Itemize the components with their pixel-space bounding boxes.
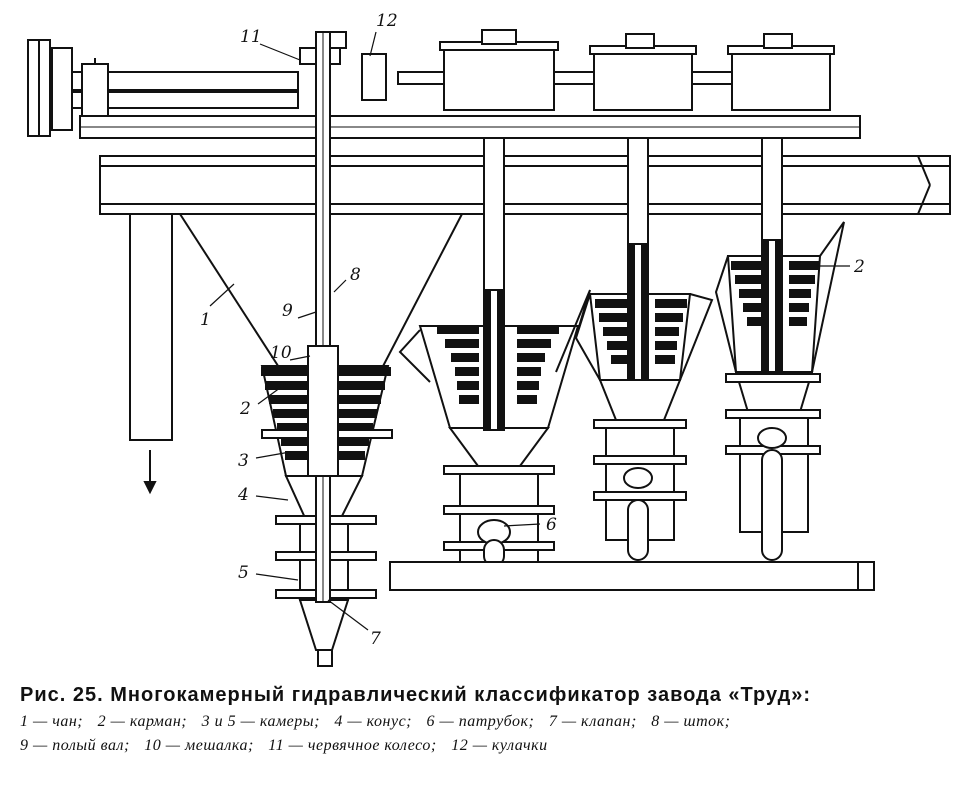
gear-housings (299, 29, 835, 111)
legend-entry: 9 — полый вал; (20, 737, 130, 754)
legend-entry: 6 — патрубок; (426, 713, 535, 730)
callout-2-right: 2 (853, 257, 865, 277)
callout-9: 9 (282, 301, 293, 321)
legend-entry: 2 — карман; (97, 713, 188, 730)
callout-2-left: 2 (239, 399, 251, 419)
legend-entry: 11 — червячное колесо; (268, 737, 437, 754)
callout-7: 7 (370, 629, 381, 649)
leader-lines (209, 31, 850, 631)
legend-entry: 7 — клапан; (548, 713, 637, 730)
callout-10: 10 (270, 343, 292, 363)
callout-5: 5 (238, 563, 249, 583)
legend-entry: 10 — мешалка; (144, 737, 254, 754)
classifier-unit-3 (574, 137, 714, 561)
callout-1: 1 (200, 310, 211, 330)
bottom-launder (389, 561, 875, 591)
callout-3: 3 (238, 451, 249, 471)
tank-chan (129, 213, 463, 495)
callout-12: 12 (376, 11, 398, 31)
caption-legend-line-1: 1 — чан; 2 — карман; 3 и 5 — камеры; 4 —… (20, 713, 960, 731)
drive-shaft (71, 58, 299, 125)
callout-4: 4 (237, 485, 249, 505)
classifier-unit-4 (714, 137, 845, 561)
caption-title: Рис. 25. Многокамерный гидравлический кл… (20, 684, 812, 706)
legend-entry: 3 и 5 — камеры; (201, 713, 320, 730)
legend-entry: 12 — кулачки (451, 737, 548, 754)
upper-frame-beam (79, 115, 861, 139)
legend-entry: 8 — шток; (651, 713, 731, 730)
figure-caption: Рис. 25. Многокамерный гидравлический кл… (20, 684, 960, 755)
callout-6: 6 (546, 515, 557, 535)
classifier-drawing: 1 2 3 4 5 6 7 8 9 10 11 12 2 (27, 11, 951, 667)
classifier-unit-2 (398, 137, 591, 567)
legend-entry: 1 — чан; (20, 713, 84, 730)
caption-legend-line-2: 9 — полый вал; 10 — мешалка; 11 — червяч… (20, 737, 960, 755)
callout-labels: 1 2 3 4 5 6 7 8 9 10 11 12 2 (200, 11, 865, 649)
legend-entry: 4 — конус; (334, 713, 412, 730)
pulley (27, 39, 73, 137)
callout-11: 11 (240, 27, 262, 47)
main-i-beam (99, 155, 951, 215)
shaft-1 (307, 31, 339, 603)
callout-8: 8 (350, 265, 361, 285)
